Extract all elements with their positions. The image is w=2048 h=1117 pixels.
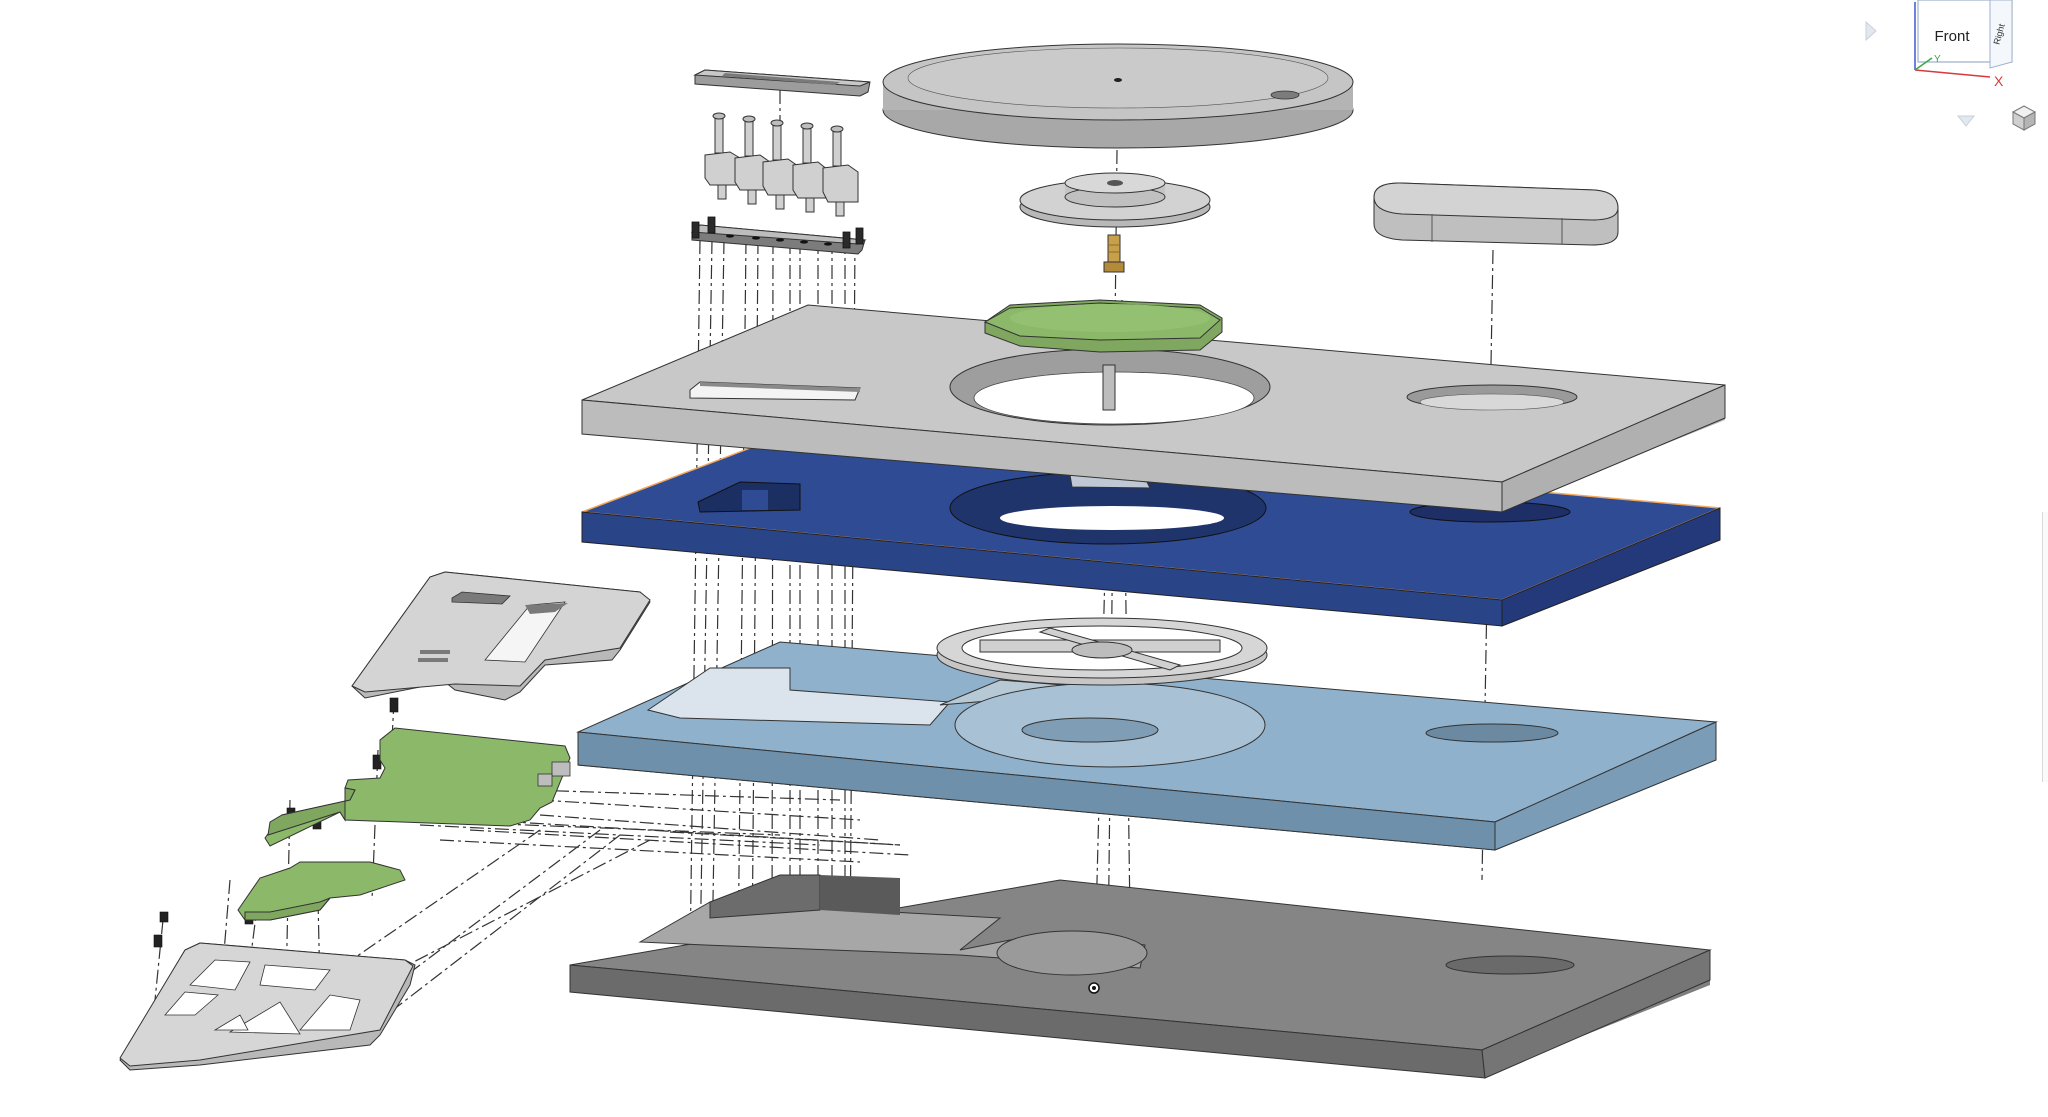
axis-y-label: Y xyxy=(1934,54,1941,65)
view-cube-widget[interactable]: Front Right X Y xyxy=(1865,0,2037,131)
iso-cube-icon[interactable] xyxy=(2011,105,2037,131)
side-cover-plate[interactable] xyxy=(351,571,651,701)
base-plate[interactable] xyxy=(569,874,1712,1079)
axis-x-label: X xyxy=(1994,73,2004,89)
view-cube-front-label: Front xyxy=(1934,28,1970,45)
encoder-pcb[interactable] xyxy=(983,299,1223,353)
platter[interactable] xyxy=(882,43,1354,149)
brass-standoff[interactable] xyxy=(1103,234,1125,273)
connector-cover[interactable] xyxy=(693,69,871,97)
axis-triad: X Y xyxy=(1914,2,2004,89)
main-pcb[interactable] xyxy=(264,727,571,847)
top-plate[interactable] xyxy=(581,304,1726,513)
hub-disc[interactable] xyxy=(1019,172,1211,228)
oval-knob-block[interactable] xyxy=(1373,182,1619,246)
view-cube-icon[interactable]: Front Right xyxy=(1917,0,2013,69)
chevron-down-icon[interactable] xyxy=(1956,115,1976,127)
light-blue-plate[interactable] xyxy=(576,641,1718,851)
toggle-switch-array[interactable] xyxy=(704,112,859,217)
switch-bracket[interactable] xyxy=(690,216,867,255)
base-bracket[interactable] xyxy=(119,942,416,1071)
secondary-pcb[interactable] xyxy=(237,861,406,921)
chevron-left-icon[interactable] xyxy=(1865,20,1877,42)
side-panel-edge[interactable] xyxy=(2042,512,2048,782)
bearing-ring[interactable] xyxy=(936,617,1268,686)
blue-plate[interactable] xyxy=(581,425,1721,627)
